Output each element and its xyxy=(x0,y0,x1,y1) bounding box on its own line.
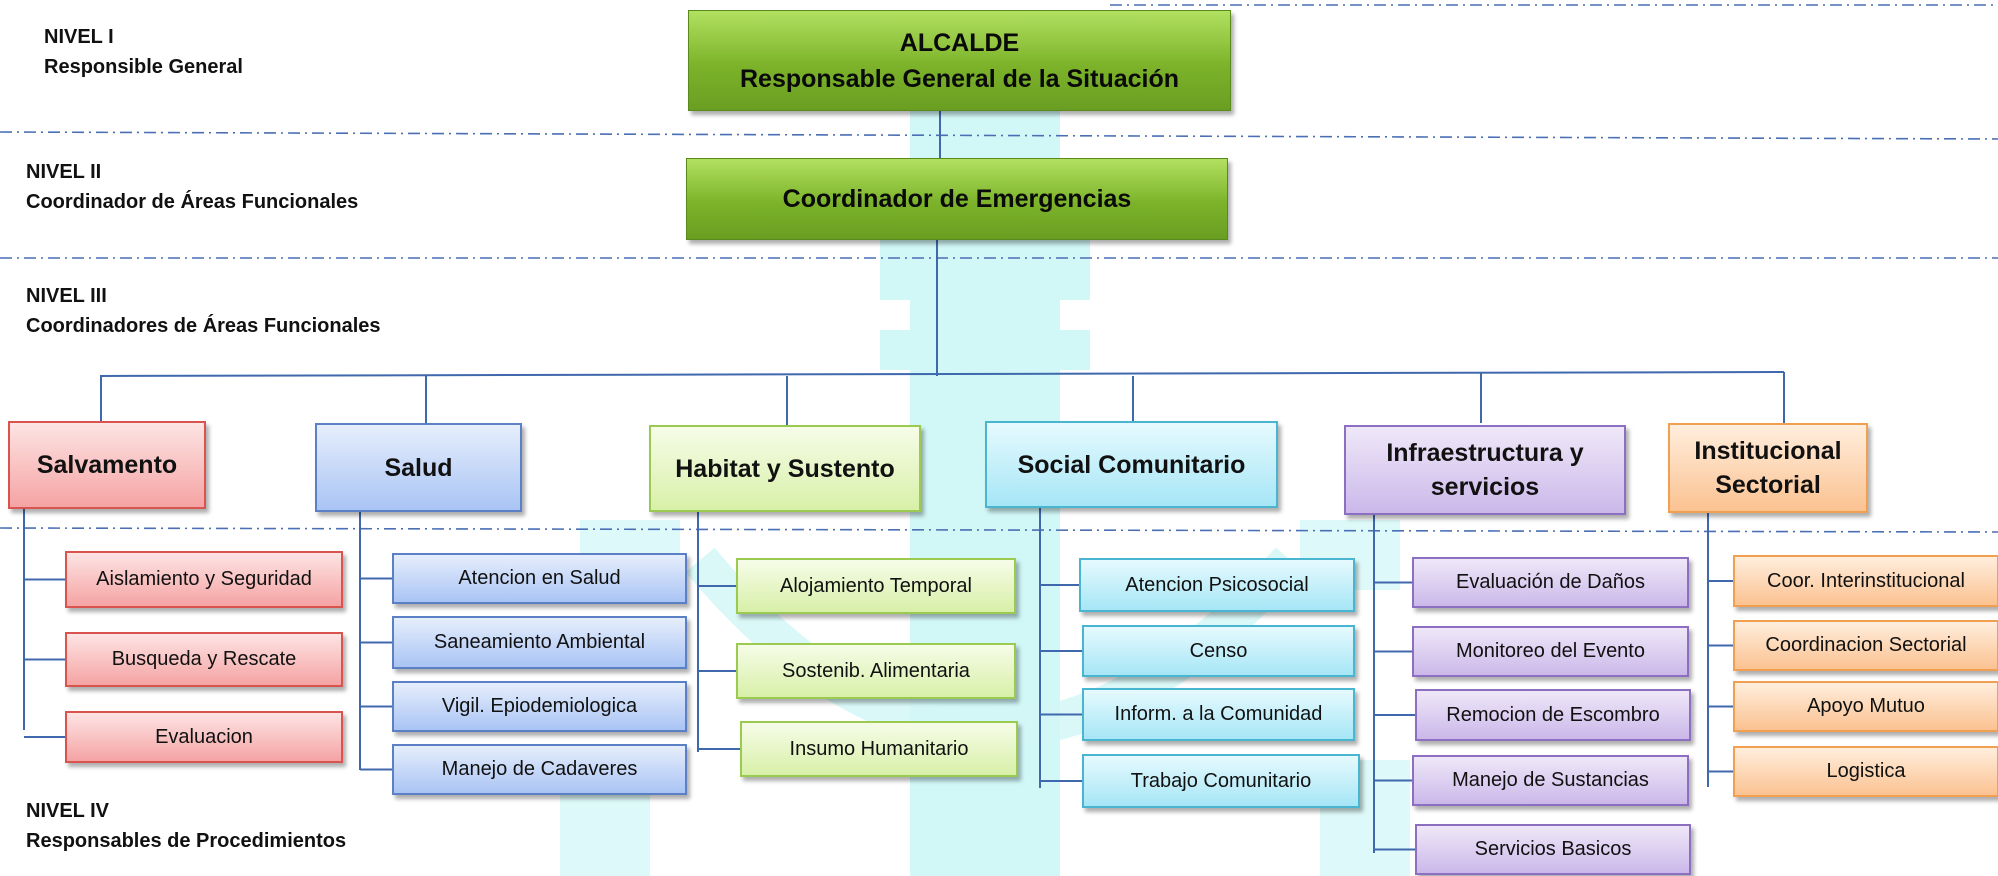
area-salud: Salud xyxy=(315,423,522,512)
item-label: Trabajo Comunitario xyxy=(1130,769,1312,792)
item-label: Coor. Interinstitucional xyxy=(1767,569,1965,592)
item-social: Inform. a la Comunidad xyxy=(1082,688,1355,741)
item-infraestructura: Evaluación de Daños xyxy=(1412,557,1689,608)
item-infraestructura: Manejo de Sustancias xyxy=(1412,755,1689,806)
area-habitat-title: Habitat y Sustento xyxy=(675,454,895,483)
area-institucional: Institucional Sectorial xyxy=(1668,423,1868,513)
area-habitat: Habitat y Sustento xyxy=(649,425,921,512)
area-infraestructura-title: Infraestructura y servicios xyxy=(1386,439,1584,501)
alcalde-subtitle: Responsable General de la Situación xyxy=(739,64,1180,93)
item-infraestructura: Remocion de Escombro xyxy=(1415,689,1691,741)
item-label: Busqueda y Rescate xyxy=(111,648,297,670)
item-label: Monitoreo del Evento xyxy=(1455,640,1645,662)
item-salud: Atencion en Salud xyxy=(392,553,687,604)
alcalde-title: ALCALDE xyxy=(899,28,1020,57)
level-1-label: NIVEL I Responsible General xyxy=(44,22,243,82)
area-social: Social Comunitario xyxy=(985,421,1278,508)
item-label: Sostenib. Alimentaria xyxy=(782,659,970,682)
item-social: Censo xyxy=(1082,625,1355,677)
item-label: Aislamiento y Seguridad xyxy=(96,568,312,590)
item-institucional: Logistica xyxy=(1733,746,1998,797)
alcalde-box: ALCALDE Responsable General de la Situac… xyxy=(688,10,1231,111)
area-institucional-title: Institucional Sectorial xyxy=(1694,437,1842,499)
item-label: Manejo de Sustancias xyxy=(1452,769,1649,791)
item-label: Coordinacion Sectorial xyxy=(1765,634,1967,656)
area-salvamento: Salvamento xyxy=(8,421,206,509)
item-label: Remocion de Escombro xyxy=(1446,703,1660,726)
item-habitat: Alojamiento Temporal xyxy=(736,558,1016,614)
item-label: Evaluacion xyxy=(155,725,253,748)
item-label: Evaluación de Daños xyxy=(1455,571,1645,593)
level-3-title: NIVEL III xyxy=(26,285,107,307)
item-label: Servicios Basicos xyxy=(1474,838,1632,860)
item-institucional: Coor. Interinstitucional xyxy=(1733,555,1998,607)
item-label: Manejo de Cadaveres xyxy=(441,758,638,780)
item-label: Logistica xyxy=(1826,760,1906,782)
item-institucional: Apoyo Mutuo xyxy=(1733,681,1998,732)
item-label: Saneamiento Ambiental xyxy=(433,631,646,653)
item-label: Atencion en Salud xyxy=(458,567,621,589)
item-salvamento: Evaluacion xyxy=(65,711,343,763)
level-2-subtitle: Coordinador de Áreas Funcionales xyxy=(26,191,359,213)
item-habitat: Insumo Humanitario xyxy=(740,721,1018,777)
area-salvamento-title: Salvamento xyxy=(36,451,178,479)
item-social: Atencion Psicosocial xyxy=(1079,558,1355,612)
item-institucional: Coordinacion Sectorial xyxy=(1733,620,1998,671)
item-infraestructura: Monitoreo del Evento xyxy=(1412,626,1689,677)
level-2-title: NIVEL II xyxy=(26,161,102,183)
item-salvamento: Busqueda y Rescate xyxy=(65,632,343,687)
level-1-subtitle: Responsible General xyxy=(44,56,243,78)
level-2-label: NIVEL II Coordinador de Áreas Funcionale… xyxy=(26,157,358,217)
area-infraestructura: Infraestructura y servicios xyxy=(1344,425,1626,515)
level-3-subtitle: Coordinadores de Áreas Funcionales xyxy=(26,315,381,337)
coordinador-label: Coordinador de Emergencias xyxy=(782,185,1132,213)
item-label: Censo xyxy=(1189,639,1248,662)
item-label: Atencion Psicosocial xyxy=(1125,573,1309,596)
level-4-label: NIVEL IV Responsables de Procedimientos xyxy=(26,796,346,856)
area-social-title: Social Comunitario xyxy=(1017,450,1246,479)
item-label: Alojamiento Temporal xyxy=(780,574,972,597)
item-salud: Manejo de Cadaveres xyxy=(392,744,687,795)
item-label: Vigil. Epiodemiologica xyxy=(441,695,638,717)
item-infraestructura: Servicios Basicos xyxy=(1415,824,1691,875)
item-label: Insumo Humanitario xyxy=(789,737,969,760)
item-habitat: Sostenib. Alimentaria xyxy=(736,643,1016,699)
item-salvamento: Aislamiento y Seguridad xyxy=(65,551,343,608)
item-salud: Vigil. Epiodemiologica xyxy=(392,681,687,732)
item-label: Apoyo Mutuo xyxy=(1807,695,1925,717)
area-salud-title: Salud xyxy=(384,453,453,482)
level-4-title: NIVEL IV xyxy=(26,800,109,822)
coordinador-box: Coordinador de Emergencias xyxy=(686,158,1228,240)
level-4-subtitle: Responsables de Procedimientos xyxy=(26,830,347,852)
level-1-title: NIVEL I xyxy=(44,26,114,48)
item-social: Trabajo Comunitario xyxy=(1082,754,1360,808)
item-label: Inform. a la Comunidad xyxy=(1114,703,1323,725)
item-salud: Saneamiento Ambiental xyxy=(392,616,687,669)
level-3-label: NIVEL III Coordinadores de Áreas Funcion… xyxy=(26,281,381,341)
